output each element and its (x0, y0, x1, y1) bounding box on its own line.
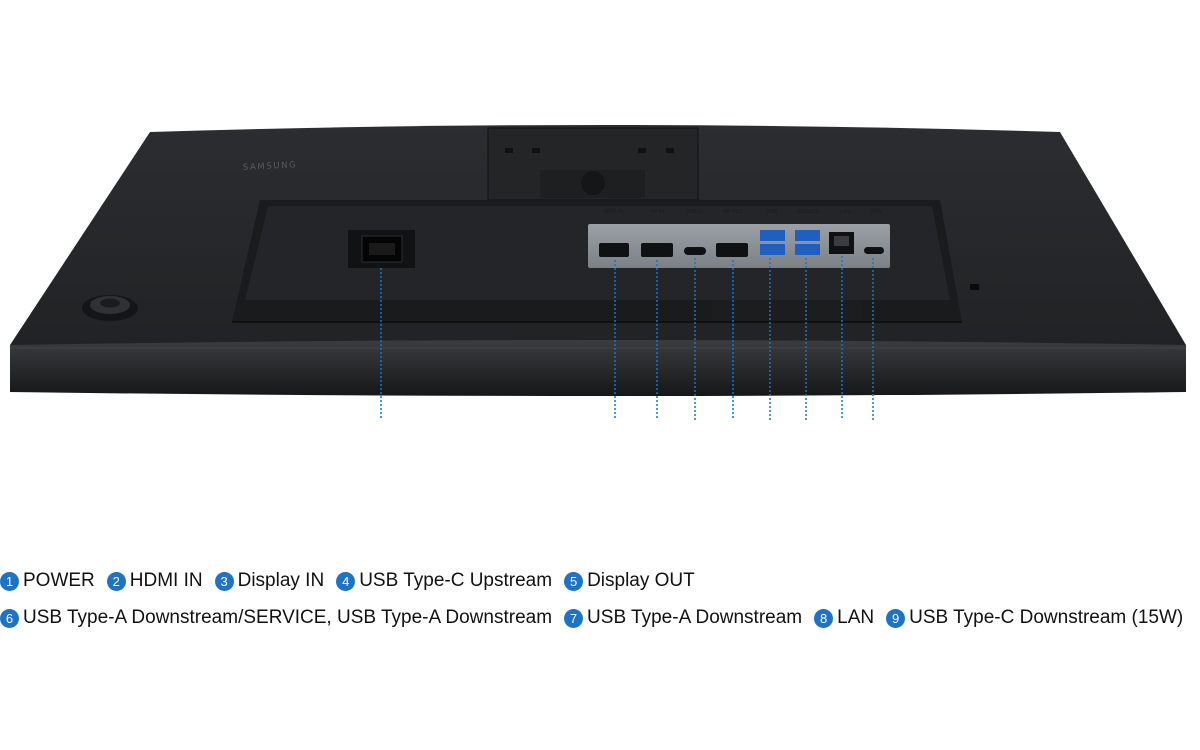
silkscreen-label: SERVICE (797, 209, 818, 215)
usb-a-port-upper-7 (795, 230, 820, 241)
monitor-front-edge (10, 340, 1186, 396)
legend-number-badge: 6 (0, 608, 19, 628)
legend-number-badge: 9 (886, 608, 906, 628)
brand-logo: SAMSUNG (243, 160, 298, 173)
legend-label: USB Type-A Downstream (587, 607, 803, 628)
callout-group: 123456789 (380, 256, 874, 420)
port-silkscreen-labels: HDMI IN DP IN USB-C DP OUT USB SERVICE LAN 15W (603, 209, 882, 215)
legend-number-badge: 7 (564, 608, 584, 628)
legend-label: USB Type-C Downstream (15W) (909, 607, 1184, 628)
legend-label: POWER (23, 570, 95, 591)
silkscreen-label: USB-C (686, 209, 702, 215)
silkscreen-label: DP IN (650, 209, 664, 215)
hdmi-port (599, 243, 629, 257)
usb-a-port-lower-7 (795, 244, 820, 255)
legend-number-badge: 8 (814, 608, 834, 628)
displayport-out (716, 243, 748, 257)
monitor-bottom-view: SAMSUNG HDMI IN DP IN USB-C DP OUT USB SERVIC… (10, 125, 1186, 420)
legend-number-badge: 2 (106, 571, 126, 591)
silkscreen-label: USB (767, 209, 778, 215)
legend-number-badge: 5 (564, 571, 584, 591)
usb-a-service-port-upper (760, 230, 785, 241)
usb-c-upstream-port (684, 247, 706, 255)
legend-label: Display IN (237, 570, 325, 591)
usb-c-downstream-port (864, 247, 884, 254)
legend-label: Display OUT (587, 570, 695, 591)
displayport-in (641, 243, 673, 257)
joystick-button (82, 295, 138, 321)
security-slot (970, 284, 979, 290)
legend-label: HDMI IN (129, 570, 203, 591)
legend-number-badge: 3 (214, 571, 234, 591)
silkscreen-label: DP OUT (723, 209, 743, 215)
usb-a-port-lower-6 (760, 244, 785, 255)
silkscreen-label: HDMI IN (603, 209, 623, 215)
power-socket (348, 230, 415, 268)
legend-number-badge: 4 (336, 571, 356, 591)
legend-label: USB Type-A Downstream/SERVICE, USB Type-… (23, 607, 553, 628)
silkscreen-label: LAN (840, 209, 850, 215)
silkscreen-label: 15W (870, 209, 881, 215)
legend-label: USB Type-C Upstream (359, 570, 553, 591)
legend-number-badge: 1 (0, 571, 19, 591)
legend-label: LAN (837, 607, 875, 628)
